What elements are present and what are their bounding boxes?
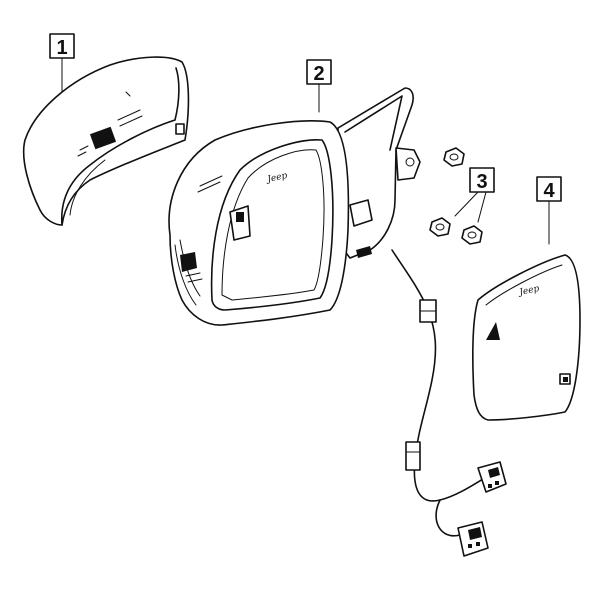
callout-1: 1 <box>49 33 75 93</box>
wiring-connector-icon <box>457 521 489 557</box>
callout-1-label: 1 <box>56 37 67 59</box>
cover-vent-detail <box>77 109 185 157</box>
mirror-assembly: Jeep <box>168 87 421 326</box>
callout-3: 3 <box>454 167 495 223</box>
callout-2-label: 2 <box>313 63 324 85</box>
mirror-cover <box>22 56 190 226</box>
mirror-glass: Jeep <box>472 254 581 421</box>
callout-4: 4 <box>536 176 562 245</box>
mounting-nuts <box>429 147 483 245</box>
glass-jeep-logo: Jeep <box>517 284 541 298</box>
housing-jeep-logo: Jeep <box>265 171 289 185</box>
blind-spot-warning-triangle-icon <box>486 322 500 340</box>
nut <box>429 217 451 237</box>
wiring-connector-icon <box>477 461 507 493</box>
wiring-harness <box>391 249 507 557</box>
harness-clip <box>405 441 421 471</box>
callout-3-label: 3 <box>476 171 487 193</box>
nut <box>461 225 483 245</box>
harness-clip <box>419 299 437 323</box>
callout-4-label: 4 <box>543 180 555 202</box>
nut <box>443 147 465 167</box>
turn-signal-lamp <box>180 252 203 283</box>
callout-2: 2 <box>306 59 332 113</box>
glass-indicator-icon <box>559 373 571 385</box>
